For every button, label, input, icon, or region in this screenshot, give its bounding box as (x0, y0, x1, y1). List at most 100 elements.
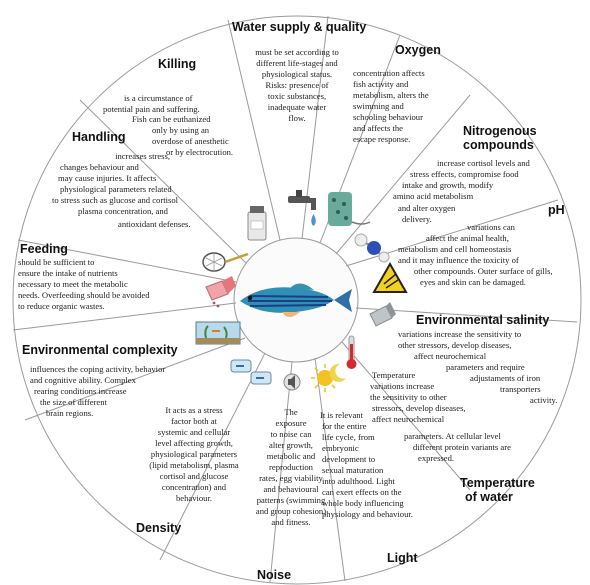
divider (12, 302, 237, 331)
oxygen-text-line: swimming and (353, 101, 404, 111)
light-text-line: physiology and behaviour. (322, 509, 413, 519)
noise-text-line: and group cohesion) (255, 506, 327, 516)
salinity-text-line: parameters and require (446, 362, 525, 372)
handling-text-line: increases stress, (115, 151, 170, 161)
light-text-line: for the entire (322, 421, 367, 431)
noise-text-line: to noise can (270, 429, 312, 439)
complexity-text-line: the size of different (40, 397, 107, 407)
water-tap-icon (288, 190, 316, 226)
density-text-line: (lipid metabolism, plasma (149, 460, 239, 470)
thermometer-icon (346, 335, 357, 369)
killing-text-line: is a circumstance of (124, 93, 193, 103)
speaker-icon (283, 373, 301, 391)
salinity-text-line: affect neurochemical (414, 351, 487, 361)
salinity-text-line: variations increase the sensitivity to (398, 329, 522, 339)
noise-text-line: and fitness. (271, 517, 311, 527)
sector-title-feeding: Feeding (20, 242, 68, 256)
nitrogen-text-line: intake and growth, modify (402, 180, 494, 190)
handling-text-line: changes behaviour and (60, 162, 139, 172)
complexity-text-line: rearing conditions increase (34, 386, 127, 396)
temperature-text-line: parameters. At cellular level (404, 431, 501, 441)
density-text-line: It acts as a stress (165, 405, 223, 415)
feeding-text-line: necessary to meet the metabolic (18, 279, 128, 289)
fish-net-icon (202, 252, 249, 272)
ph-text-line: metabolism and cell homeostasis (398, 244, 512, 254)
water-text-line: Risks: presence of (265, 80, 329, 90)
anesthetic-bottle-icon (247, 206, 267, 241)
aquarium-icon (195, 321, 241, 345)
outer-circle (12, 15, 582, 585)
density-text-line: behaviour. (175, 493, 213, 503)
feeding-text-line: to reduce organic wastes. (18, 301, 105, 311)
nitrogen-text-line: amino acid metabolism (393, 191, 474, 201)
nitrogen-text-line: and alter oxygen (398, 203, 456, 213)
light-text-line: can exert effects on the (322, 487, 402, 497)
water-text-line: must be set according to (255, 47, 339, 57)
feeding-text-line: ensure the intake of nutrients (18, 268, 118, 278)
food-container-icon (205, 276, 236, 308)
temperature-text-line: expressed. (418, 453, 455, 463)
killing-text-line: Fish can be euthanized (132, 114, 211, 124)
hazard-sign-icon (372, 261, 408, 293)
ph-text-line: affect the animal health, (426, 233, 509, 243)
killing-text-line: potential pain and suffering. (103, 104, 200, 114)
sector-title-light: Light (387, 551, 418, 565)
killing-text-line: only by using an (152, 125, 210, 135)
ph-text-line: eyes and skin can be damaged. (420, 277, 526, 287)
light-text-line: development to (322, 454, 376, 464)
salinity-text-line: adjustaments of iron (470, 373, 541, 383)
temperature-text-line: different protein variants are (413, 442, 511, 452)
nitrogen-text-line: delivery. (402, 214, 432, 224)
divider (335, 94, 471, 255)
handling-text-line: antioxidant defenses. (118, 219, 191, 229)
fish-tanks-icon (230, 359, 272, 385)
density-text-line: factor both at (171, 416, 217, 426)
ph-text-line: and it may influence the toxicity of (398, 255, 519, 265)
water-text-line: flow. (288, 113, 306, 123)
light-text-line: life cycle, from (322, 432, 375, 442)
sector-title-nitrogen: Nitrogenous (463, 124, 537, 138)
salinity-text-line: transporters (500, 384, 541, 394)
sector-title-temperature: Temperature (460, 476, 535, 490)
temperature-text-line: affect neurochemical (372, 414, 445, 424)
oxygen-text-line: fish activity and (353, 79, 409, 89)
salinity-text-line: other stressors, develop diseases, (398, 340, 512, 350)
noise-text-line: and behavioural (263, 484, 319, 494)
killing-text-line: overdose of anesthetic (152, 136, 229, 146)
complexity-text-line: brain regions. (46, 408, 94, 418)
feeding-text-line: should be sufficient to (18, 257, 95, 267)
light-text-line: It is relevant (320, 410, 363, 420)
sector-title-ph: pH (548, 203, 565, 217)
sector-title-density: Density (136, 521, 182, 535)
temperature-text-line: variations increase (370, 381, 435, 391)
sector-title-nitrogen: compounds (463, 138, 534, 152)
density-text-line: systemic and cellular (157, 427, 231, 437)
light-text-line: sexual maturation (322, 465, 384, 475)
feeding-text-line: needs. Overfeeding should be avoided (18, 290, 150, 300)
sector-title-temperature: of water (465, 490, 513, 504)
killing-text-line: or by electrocution. (166, 147, 234, 157)
noise-text-line: exposure (275, 418, 307, 428)
oxygen-text-line: schooling behaviour (353, 112, 423, 122)
nitrogen-text-line: increase cortisol levels and (437, 158, 530, 168)
noise-text-line: metabolic and (266, 451, 316, 461)
temperature-text-line: the sensitivity to other (370, 392, 447, 402)
air-stone-icon (328, 192, 371, 226)
light-text-line: embryonic (322, 443, 359, 453)
noise-text-line: reproduction (269, 462, 313, 472)
water-text-line: inadequate water (267, 102, 327, 112)
salinity-text-line: activity. (530, 395, 558, 405)
noise-text-line: patterns (swimming (256, 495, 326, 505)
density-text-line: concentration) and (161, 482, 227, 492)
sector-title-killing: Killing (158, 57, 197, 71)
divider (24, 337, 246, 421)
sector-title-complexity: Environmental complexity (22, 343, 178, 357)
nitrogen-text-line: stress effects, compromise food (410, 169, 519, 179)
sector-title-oxygen: Oxygen (395, 43, 441, 57)
divider (269, 361, 293, 583)
handling-text-line: to stress such as glucose and cortisol (52, 195, 179, 205)
sector-title-salinity: Environmental salinity (416, 313, 550, 327)
noise-text-line: alter growth, (269, 440, 313, 450)
ph-text-line: variations can (467, 222, 515, 232)
